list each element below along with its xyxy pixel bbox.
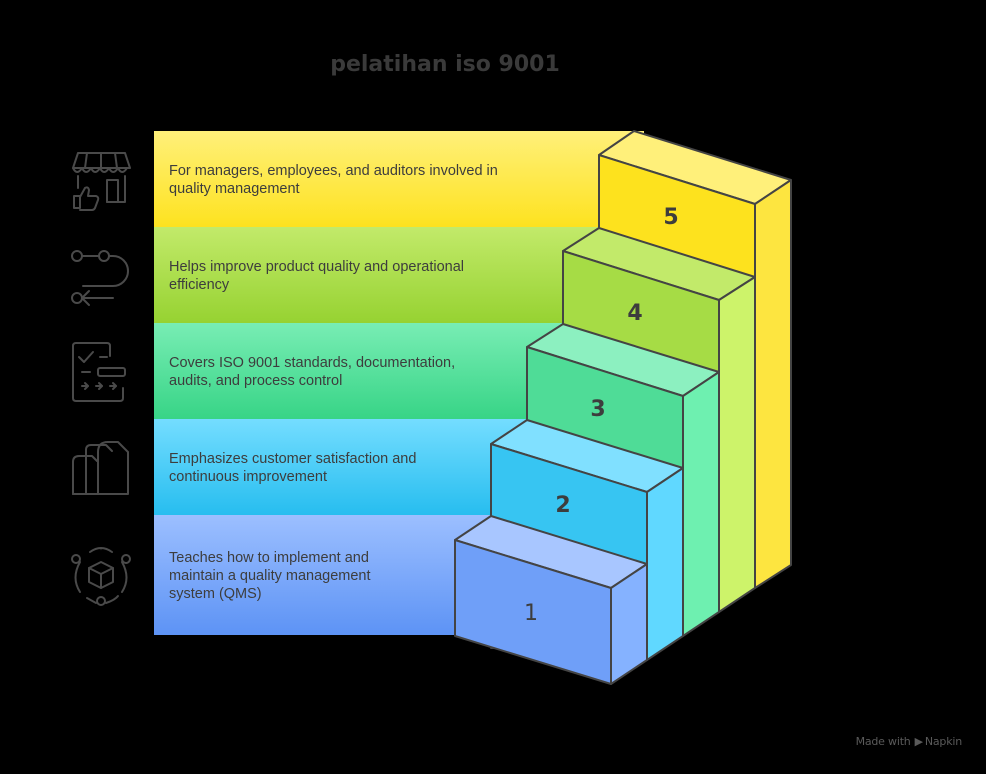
description-line: maintain a quality management (169, 567, 514, 585)
description-line: system (QMS) (169, 585, 514, 603)
step-number-5: 5 (663, 205, 678, 230)
description-line: audits, and process control (169, 372, 514, 390)
description-line: efficiency (169, 276, 514, 294)
description-line: quality management (169, 180, 514, 198)
description-level-4: Helps improve product quality and operat… (169, 258, 514, 294)
step-number-4: 4 (627, 301, 642, 326)
process-flow-icon (72, 251, 128, 305)
description-level-3: Covers ISO 9001 standards, documentation… (169, 354, 514, 390)
made-with-napkin-footer[interactable]: Made with ▶Napkin (856, 735, 962, 748)
made-with-label: Made with (856, 735, 911, 748)
description-line: For managers, employees, and auditors in… (169, 162, 514, 180)
description-line: Helps improve product quality and operat… (169, 258, 514, 276)
brand-label: Napkin (925, 735, 962, 748)
store-thumbs-up-icon (73, 153, 130, 210)
page-title: pelatihan iso 9001 (0, 52, 890, 77)
description-line: Covers ISO 9001 standards, documentation… (169, 354, 514, 372)
step-number-3: 3 (590, 397, 605, 422)
description-line: Emphasizes customer satisfaction and (169, 450, 514, 468)
description-level-2: Emphasizes customer satisfaction and con… (169, 450, 514, 486)
checklist-icon (73, 343, 125, 401)
description-level-1: Teaches how to implement and maintain a … (169, 549, 514, 603)
step-number-2: 2 (555, 493, 570, 518)
description-line: continuous improvement (169, 468, 514, 486)
napkin-logo-icon: ▶ (915, 735, 923, 748)
cube-network-icon (72, 548, 130, 605)
description-line: Teaches how to implement and (169, 549, 514, 567)
documents-icon (73, 442, 128, 494)
step-number-1: 1 (524, 601, 538, 626)
description-level-5: For managers, employees, and auditors in… (169, 162, 514, 198)
